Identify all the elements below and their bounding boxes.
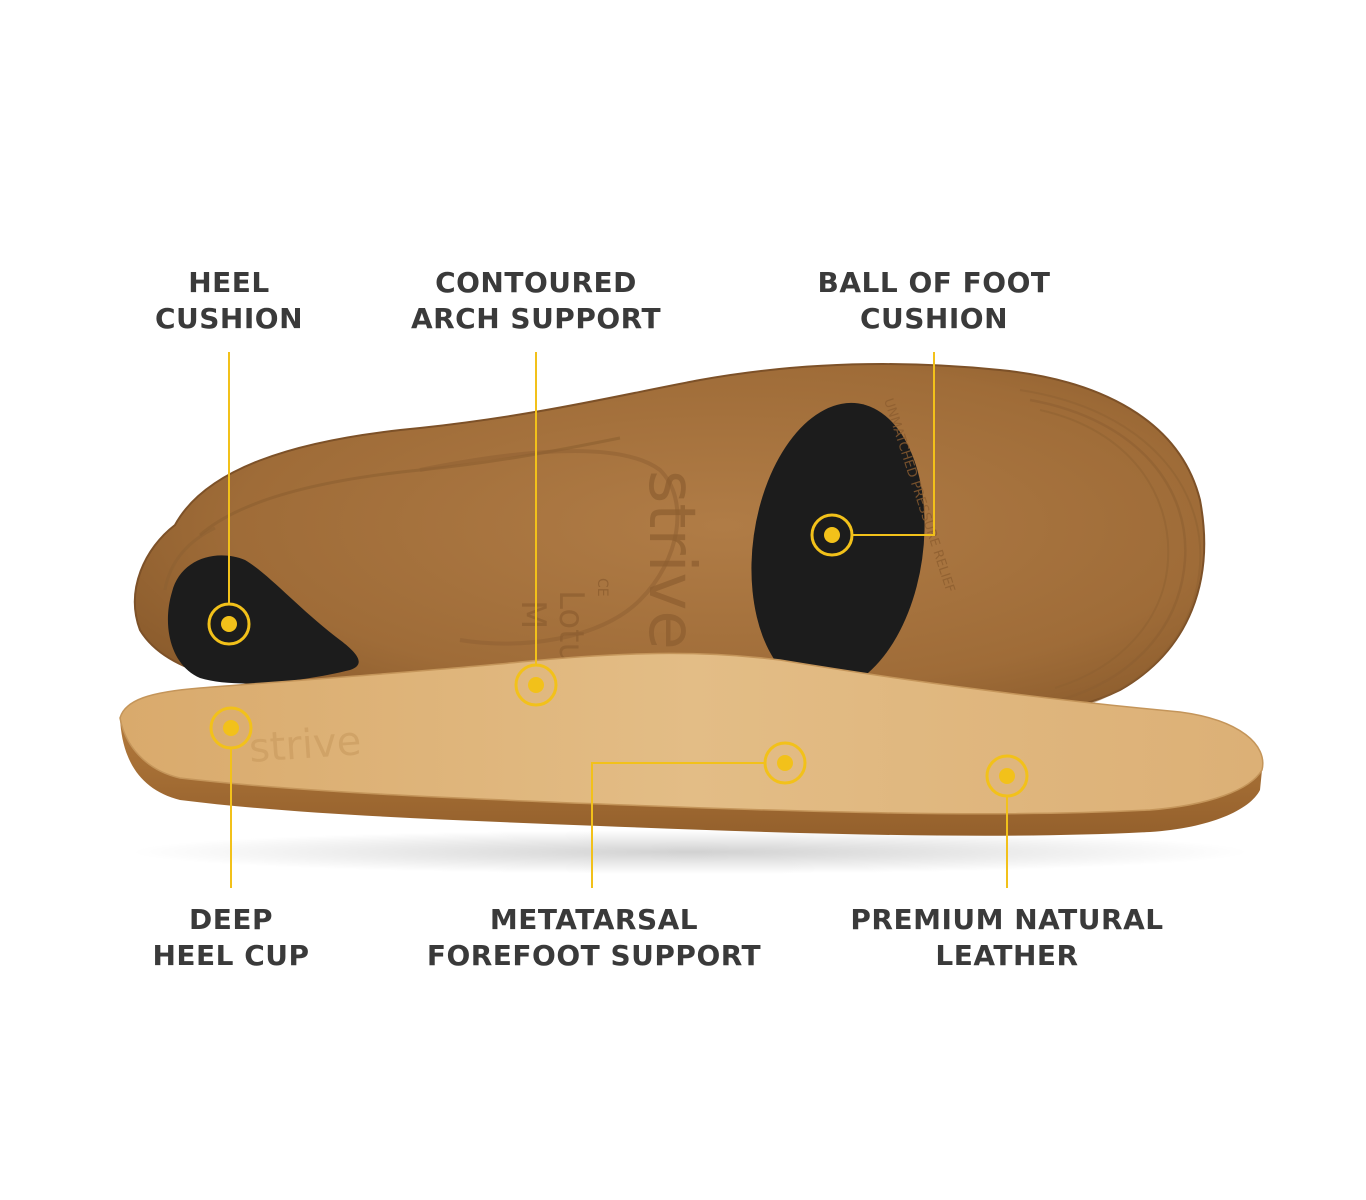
label-leather: PREMIUM NATURAL LEATHER bbox=[847, 902, 1167, 974]
underside-ce-mark: CE bbox=[594, 578, 610, 597]
label-ball-of-foot-line1: BALL OF FOOT bbox=[817, 266, 1051, 299]
label-metatarsal-line1: METATARSAL bbox=[489, 903, 699, 936]
marker-metatarsal bbox=[763, 741, 807, 785]
marker-ball-of-foot bbox=[810, 513, 854, 557]
callout-line-ball-of-foot bbox=[853, 352, 935, 536]
insole-underside: strive Lotus M CE UNMATCHED PRESSURE REL… bbox=[133, 363, 1206, 724]
ground-shadow bbox=[130, 830, 1250, 874]
heel-cushion-pad bbox=[167, 555, 359, 684]
label-metatarsal: METATARSAL FOREFOOT SUPPORT bbox=[424, 902, 764, 974]
ball-of-foot-pad bbox=[751, 402, 925, 692]
callout-markers bbox=[207, 513, 1029, 798]
underside-brand-text: strive bbox=[634, 470, 708, 650]
label-deep-heel-cup-line2: HEEL CUP bbox=[152, 939, 310, 972]
callout-line-metatarsal bbox=[591, 762, 764, 888]
label-ball-of-foot: BALL OF FOOT CUSHION bbox=[804, 265, 1064, 337]
label-ball-of-foot-line2: CUSHION bbox=[859, 302, 1009, 335]
label-heel-cushion-line1: HEEL bbox=[188, 266, 270, 299]
label-metatarsal-line2: FOREFOOT SUPPORT bbox=[426, 939, 762, 972]
leather-insole-surface bbox=[119, 652, 1264, 815]
marker-arch-support bbox=[514, 663, 558, 707]
label-arch-support-line1: CONTOURED bbox=[435, 266, 637, 299]
underside-arch-contour bbox=[419, 449, 680, 646]
label-heel-cushion: HEEL CUSHION bbox=[129, 265, 329, 337]
label-heel-cushion-line2: CUSHION bbox=[154, 302, 304, 335]
label-leather-line1: PREMIUM NATURAL bbox=[850, 903, 1164, 936]
label-deep-heel-cup: DEEP HEEL CUP bbox=[131, 902, 331, 974]
leather-brand-text: strive bbox=[247, 718, 362, 772]
label-arch-support: CONTOURED ARCH SUPPORT bbox=[386, 265, 686, 337]
label-deep-heel-cup-line1: DEEP bbox=[188, 903, 274, 936]
callout-lines bbox=[228, 352, 1008, 888]
marker-heel-cushion bbox=[207, 602, 251, 646]
marker-deep-heel-cup bbox=[209, 706, 253, 750]
label-arch-support-line2: ARCH SUPPORT bbox=[410, 302, 662, 335]
label-leather-line2: LEATHER bbox=[935, 939, 1079, 972]
leather-insole-edge bbox=[120, 718, 1262, 836]
underside-model-text-2: M bbox=[513, 600, 553, 629]
insole-leather-top: strive bbox=[119, 652, 1264, 836]
marker-leather bbox=[985, 754, 1029, 798]
